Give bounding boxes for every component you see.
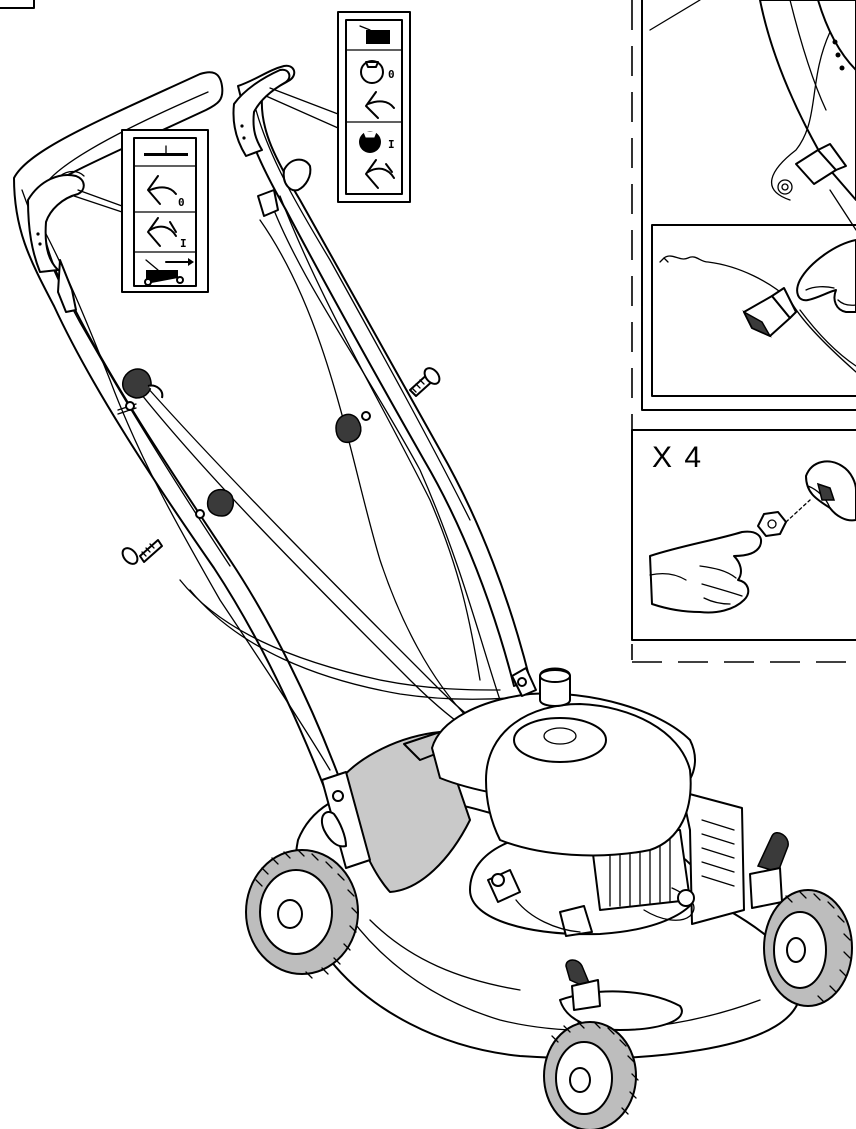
handle-released-icon xyxy=(365,91,395,119)
engine xyxy=(431,667,745,937)
handle-engaged-icon: I xyxy=(147,217,187,250)
figure-number-box xyxy=(0,0,35,9)
blade-bar-icon xyxy=(144,145,188,156)
wheel-rear-left xyxy=(245,849,359,979)
right-grip xyxy=(232,68,312,217)
bolt-upper-right xyxy=(409,367,441,397)
handle-released-icon: 0 xyxy=(147,175,185,209)
decal-left-label-0: 0 xyxy=(178,196,185,209)
height-adjust-lever-front xyxy=(565,959,601,1011)
height-adjust-lever-rear xyxy=(749,832,789,909)
detail-panel-cable-clip xyxy=(651,224,856,397)
quantity-callout: X 4 xyxy=(652,441,704,474)
deck-handle-brackets xyxy=(320,667,537,869)
knob-mid-right xyxy=(335,411,371,444)
bolt-lower-left xyxy=(121,539,163,565)
detail-panel-handle-bracket xyxy=(641,0,856,411)
control-cables xyxy=(179,195,511,721)
handle-engaged-icon xyxy=(365,159,395,189)
decal-left-label-i: I xyxy=(180,237,187,250)
left-grip xyxy=(27,170,85,313)
decal-left: 0 I xyxy=(121,129,209,293)
mower-drive-icon xyxy=(144,258,194,286)
wheel-rear-right xyxy=(763,889,853,1007)
detail-panel-knob-fastener xyxy=(631,429,856,641)
run-circle-icon: I xyxy=(359,131,395,153)
decal-right-label-0: 0 xyxy=(388,68,395,81)
stop-circle-icon: 0 xyxy=(360,60,395,84)
throttle-icon xyxy=(359,25,390,44)
wheel-front-left xyxy=(543,1021,639,1129)
decal-leader-lines xyxy=(73,87,339,213)
decal-right-label-i: I xyxy=(388,138,395,151)
knob-mid-left xyxy=(195,488,234,519)
handle-knob-upper xyxy=(117,368,164,415)
decal-right: 0 I xyxy=(337,11,411,203)
detail-dashed-frame xyxy=(631,0,856,663)
